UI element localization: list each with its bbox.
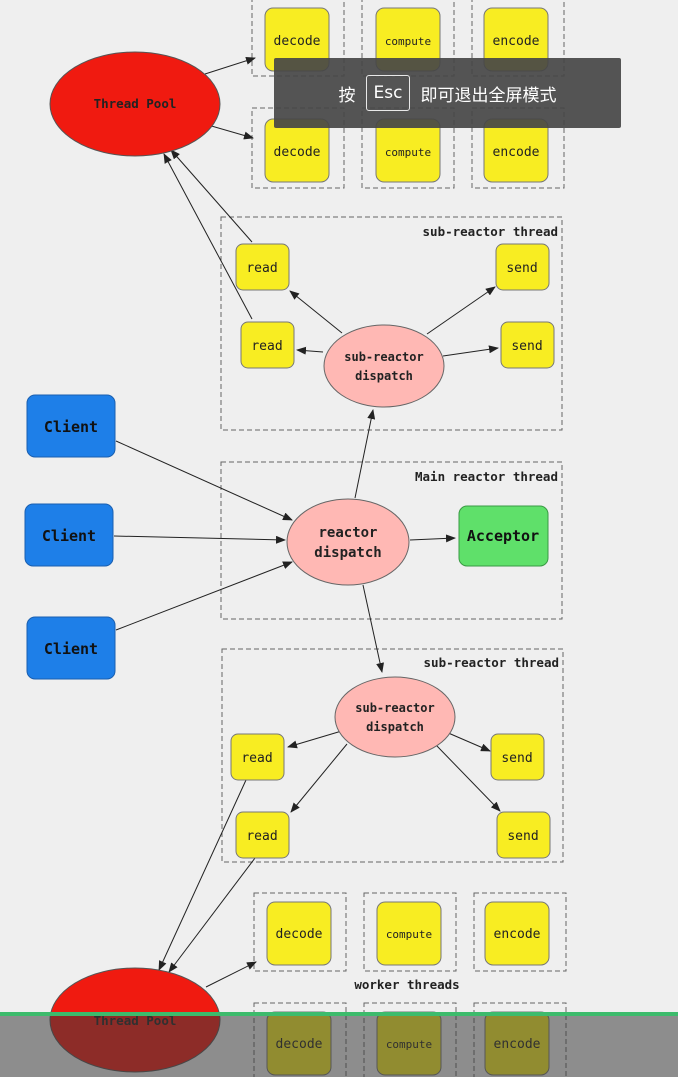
dispatch-label: sub-reactor xyxy=(344,350,423,364)
edge-reactor-to-bottom-sub xyxy=(362,584,384,673)
task-label: compute xyxy=(385,35,431,48)
read-label: read xyxy=(246,829,277,844)
acceptor-node: Acceptor xyxy=(458,505,549,567)
task-decode: decode xyxy=(264,118,330,183)
bottom-worker-box xyxy=(473,892,567,972)
send-node: send xyxy=(496,811,551,859)
edge-client-to-reactor xyxy=(115,561,293,631)
task-decode: decode xyxy=(266,901,332,966)
acceptor-label: Acceptor xyxy=(467,527,539,545)
edge-dispatch-to-send xyxy=(445,731,491,752)
bottom-worker-box xyxy=(363,892,457,972)
edge-reactor-to-top-sub xyxy=(354,409,376,499)
sub-reactor-dispatch-node: sub-reactor dispatch xyxy=(323,324,445,408)
edge-client-to-reactor xyxy=(115,440,293,521)
read-label: read xyxy=(246,261,277,276)
client-node: Client xyxy=(24,503,114,567)
task-encode: encode xyxy=(483,118,549,183)
top-worker-box xyxy=(471,107,565,189)
send-node: send xyxy=(490,733,545,781)
edge-dispatch-to-read xyxy=(296,346,324,355)
edge-read-to-pool xyxy=(158,779,247,971)
send-label: send xyxy=(506,261,537,276)
read-node: read xyxy=(240,321,295,369)
edges xyxy=(113,56,501,988)
fullscreen-exit-hint: 按 Esc 即可退出全屏模式 xyxy=(274,58,621,128)
edge-read-to-pool xyxy=(170,149,253,243)
task-encode: encode xyxy=(484,901,550,966)
edge-dispatch-to-send xyxy=(442,345,499,357)
esc-key-badge: Esc xyxy=(365,75,411,111)
top-sub-reactor-box xyxy=(220,216,563,431)
client-node: Client xyxy=(26,394,116,458)
read-node: read xyxy=(230,733,285,781)
edge-reactor-to-acceptor xyxy=(409,534,456,543)
bottom-sub-reactor-box xyxy=(221,648,564,863)
reactor-dispatch-node: reactor dispatch xyxy=(286,498,410,586)
thread-pool-label: Thread Pool xyxy=(94,96,177,111)
edge-dispatch-to-send xyxy=(435,744,501,812)
task-label: decode xyxy=(276,927,323,942)
bottom-sub-reactor-label: sub-reactor thread xyxy=(424,655,559,670)
task-compute: compute xyxy=(375,7,441,72)
dispatch-label: dispatch xyxy=(366,720,424,734)
hint-press-text: 按 xyxy=(338,85,356,106)
edge-client-to-reactor xyxy=(113,535,286,544)
task-label: compute xyxy=(386,928,432,941)
send-label: send xyxy=(501,751,532,766)
read-node: read xyxy=(235,243,290,291)
edge-read-to-pool xyxy=(168,857,256,973)
edge-pool-to-workers xyxy=(207,124,254,140)
send-node: send xyxy=(495,243,550,291)
thread-pool-node: Thread Pool xyxy=(49,51,221,157)
task-label: decode xyxy=(274,145,321,160)
task-label: encode xyxy=(493,34,540,49)
task-compute: compute xyxy=(375,118,441,183)
top-worker-box xyxy=(361,107,455,189)
send-label: send xyxy=(507,829,538,844)
playback-progress-bar[interactable] xyxy=(0,1012,678,1016)
edge-dispatch-to-read xyxy=(290,743,348,813)
client-node: Client xyxy=(26,616,116,680)
hint-action-text: 即可退出全屏模式 xyxy=(420,85,557,106)
task-decode: decode xyxy=(264,7,330,72)
task-compute: compute xyxy=(376,901,442,966)
main-reactor-box xyxy=(220,461,563,620)
task-label: encode xyxy=(493,145,540,160)
send-label: send xyxy=(511,339,542,354)
task-label: encode xyxy=(494,927,541,942)
main-reactor-label: Main reactor thread xyxy=(415,469,558,484)
dispatch-label: reactor xyxy=(318,525,377,541)
dispatch-label: dispatch xyxy=(355,369,413,383)
worker-threads-label: worker threads xyxy=(354,977,459,992)
edge-dispatch-to-read xyxy=(289,290,343,334)
task-label: compute xyxy=(385,146,431,159)
edge-dispatch-to-send xyxy=(426,286,496,335)
read-node: read xyxy=(235,811,290,859)
edge-dispatch-to-read xyxy=(287,729,346,749)
bottom-worker-box xyxy=(253,892,347,972)
read-label: read xyxy=(251,339,282,354)
top-worker-box xyxy=(251,107,345,189)
client-label: Client xyxy=(44,640,98,658)
client-label: Client xyxy=(44,418,98,436)
send-node: send xyxy=(500,321,555,369)
dispatch-label: sub-reactor xyxy=(355,701,434,715)
task-label: decode xyxy=(274,34,321,49)
player-control-bar[interactable] xyxy=(0,1012,678,1077)
sub-reactor-dispatch-node: sub-reactor dispatch xyxy=(334,676,456,758)
top-sub-reactor-label: sub-reactor thread xyxy=(423,224,558,239)
client-label: Client xyxy=(42,527,96,545)
edge-read-to-pool xyxy=(163,153,253,320)
edge-pool-to-workers xyxy=(204,56,256,75)
read-label: read xyxy=(241,751,272,766)
edge-pool-to-workers xyxy=(205,961,257,988)
task-encode: encode xyxy=(483,7,549,72)
dispatch-label: dispatch xyxy=(314,545,381,561)
